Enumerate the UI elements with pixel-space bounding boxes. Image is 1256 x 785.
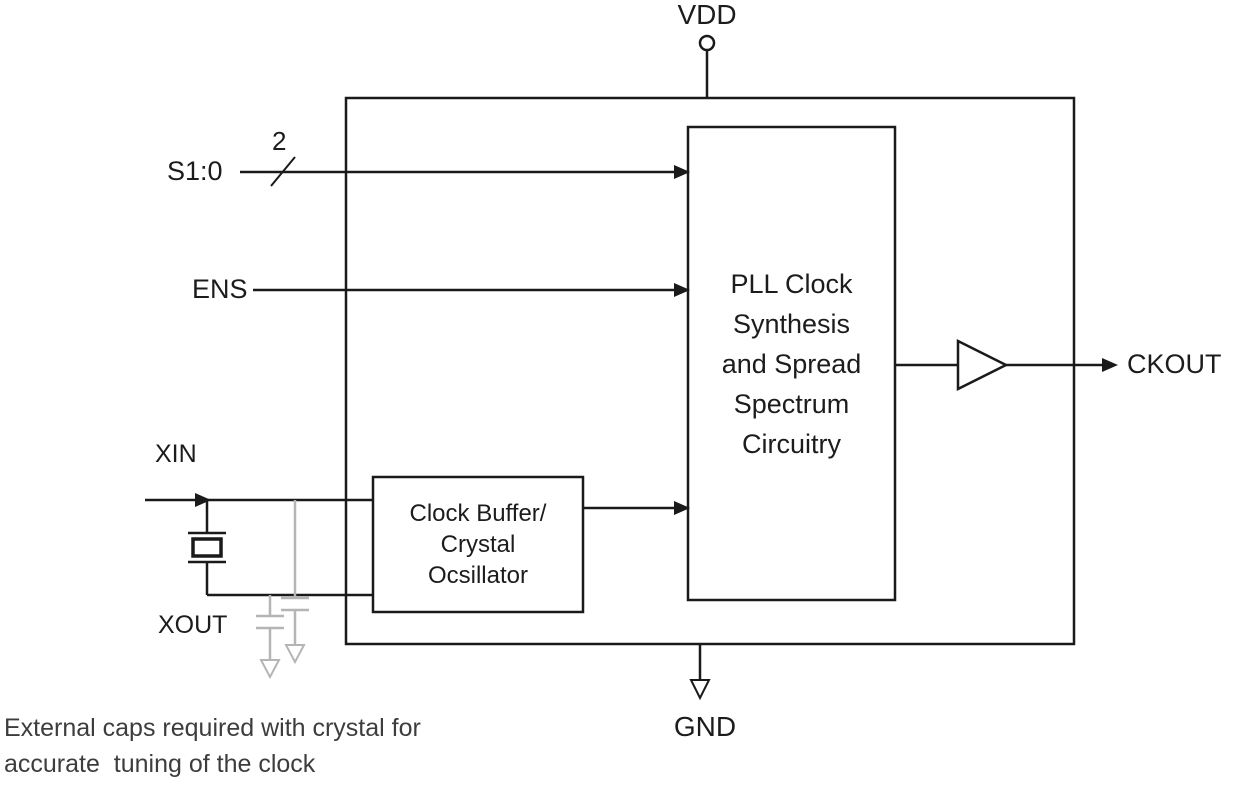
ext-cap-right-ground-icon [284, 644, 306, 665]
ens-label: ENS [192, 274, 248, 304]
clock-buffer-block-outline [371, 475, 585, 614]
xin-arrow-icon [195, 493, 211, 507]
chip-outline [344, 96, 1076, 646]
ext-cap-left-ground-icon [259, 659, 281, 680]
clock-buffer-block-label: Clock Buffer/ Crystal Ocsillator [409, 500, 547, 589]
pll-block-label: PLL Clock Synthesis and Spread Spectrum … [721, 268, 862, 459]
crystal-icon [191, 537, 223, 558]
ens-arrow-icon [674, 283, 690, 297]
gnd-label: GND [673, 711, 737, 742]
bus-slash-icon [270, 156, 296, 187]
note-line-2: accurate tuning of the clock [4, 750, 316, 778]
s1-0-arrow-icon [674, 165, 690, 179]
ckout-label: CKOUT [1127, 349, 1222, 379]
gnd-ground-icon [689, 679, 711, 701]
vdd-label: VDD [677, 0, 737, 30]
bus-width-label: 2 [272, 126, 287, 156]
buffer-arrow-icon [674, 501, 690, 515]
vdd-terminal-icon [698, 34, 716, 52]
ckout-arrow-icon [1102, 358, 1118, 372]
pll-block-outline [686, 125, 897, 602]
xin-label: XIN [155, 440, 197, 468]
s1-0-label: S1:0 [167, 156, 223, 186]
xout-label: XOUT [158, 611, 228, 639]
output-buffer-icon [956, 338, 1009, 392]
note-line-1: External caps required with crystal for [4, 714, 421, 742]
